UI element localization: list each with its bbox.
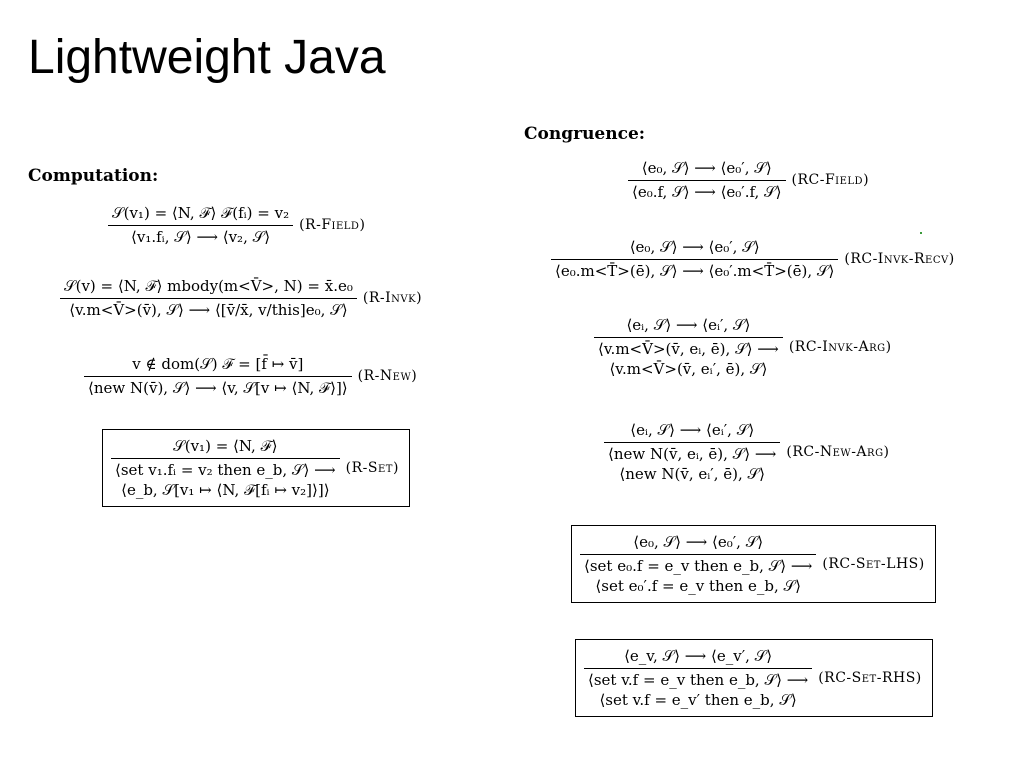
computation-heading: Computation: (28, 166, 159, 186)
rule-rc-new-arg: ⟨eᵢ, 𝒮⟩ ⟶ ⟨eᵢ′, 𝒮⟩ ⟨new N(v̄, eᵢ, ē), 𝒮⟩… (604, 420, 890, 484)
inference-bar (551, 259, 839, 260)
rule-premise: ⟨e₀, 𝒮⟩ ⟶ ⟨e₀′, 𝒮⟩ (629, 238, 760, 256)
rule-r-new: v ∉ dom(𝒮) ℱ = [f̄ ↦ v̄] ⟨new N(v̄), 𝒮⟩ … (84, 354, 417, 398)
inference-fraction: ⟨eᵢ, 𝒮⟩ ⟶ ⟨eᵢ′, 𝒮⟩ ⟨new N(v̄, eᵢ, ē), 𝒮⟩… (604, 420, 781, 484)
rule-premise: ⟨e₀, 𝒮⟩ ⟶ ⟨e₀′, 𝒮⟩ (641, 159, 772, 177)
rule-conclusion: ⟨new N(v̄, eᵢ, ē), 𝒮⟩ ⟶ ⟨new N(v̄, eᵢ′, … (604, 444, 780, 484)
rule-conclusion: ⟨set v₁.fᵢ = v₂ then e_b, 𝒮⟩ ⟶ ⟨e_b, 𝒮[v… (111, 460, 340, 500)
rule-conclusion: ⟨v₁.fᵢ, 𝒮⟩ ⟶ ⟨v₂, 𝒮⟩ (131, 228, 271, 246)
inference-fraction: 𝒮(v₁) = ⟨N, ℱ⟩ ⟨set v₁.fᵢ = v₂ then e_b,… (111, 436, 340, 500)
rule-name: (R-Invk) (362, 290, 423, 306)
inference-fraction: v ∉ dom(𝒮) ℱ = [f̄ ↦ v̄] ⟨new N(v̄), 𝒮⟩ … (84, 354, 352, 398)
rule-conclusion: ⟨set e₀.f = e_v then e_b, 𝒮⟩ ⟶ ⟨set e₀′.… (580, 556, 816, 596)
rule-conclusion: ⟨v.m<V̄>(v̄), 𝒮⟩ ⟶ ⟨[v̄/x̄, v/this]e₀, 𝒮… (69, 301, 348, 319)
rule-name: (RC-Set-RHS) (818, 670, 922, 686)
rule-name: (RC-Field) (791, 172, 870, 188)
rule-name: (RC-Invk-Arg) (788, 339, 892, 355)
rule-name: (RC-Set-LHS) (822, 556, 925, 572)
rule-conclusion: ⟨e₀.f, 𝒮⟩ ⟶ ⟨e₀′.f, 𝒮⟩ (632, 183, 782, 201)
inference-bar (60, 298, 357, 299)
conclusion-line-2: ⟨new N(v̄, eᵢ′, ē), 𝒮⟩ (619, 465, 765, 483)
rule-premise: 𝒮(v₁) = ⟨N, ℱ⟩ ℱ(fᵢ) = v₂ (112, 204, 290, 222)
inference-fraction: ⟨e_v, 𝒮⟩ ⟶ ⟨e_v′, 𝒮⟩ ⟨set v.f = e_v then… (584, 646, 813, 710)
conclusion-line-2: ⟨v.m<V̄>(v̄, eᵢ′, ē), 𝒮⟩ (609, 360, 768, 378)
inference-fraction: ⟨e₀, 𝒮⟩ ⟶ ⟨e₀′, 𝒮⟩ ⟨e₀.f, 𝒮⟩ ⟶ ⟨e₀′.f, 𝒮… (628, 158, 786, 202)
inference-bar (580, 554, 817, 555)
rule-rc-invk-arg: ⟨eᵢ, 𝒮⟩ ⟶ ⟨eᵢ′, 𝒮⟩ ⟨v.m<V̄>(v̄, eᵢ, ē), … (594, 315, 892, 379)
rule-name: (R-Field) (299, 217, 366, 233)
rule-conclusion: ⟨e₀.m<T̄>(ē), 𝒮⟩ ⟶ ⟨e₀′.m<T̄>(ē), 𝒮⟩ (555, 262, 835, 280)
conclusion-line-2: ⟨set v.f = e_v′ then e_b, 𝒮⟩ (599, 691, 797, 709)
rule-rc-set-rhs: ⟨e_v, 𝒮⟩ ⟶ ⟨e_v′, 𝒮⟩ ⟨set v.f = e_v then… (575, 639, 933, 717)
rule-rc-set-lhs: ⟨e₀, 𝒮⟩ ⟶ ⟨e₀′, 𝒮⟩ ⟨set e₀.f = e_v then … (571, 525, 936, 603)
inference-fraction: ⟨e₀, 𝒮⟩ ⟶ ⟨e₀′, 𝒮⟩ ⟨e₀.m<T̄>(ē), 𝒮⟩ ⟶ ⟨e… (551, 237, 839, 281)
rule-r-field: 𝒮(v₁) = ⟨N, ℱ⟩ ℱ(fᵢ) = v₂ ⟨v₁.fᵢ, 𝒮⟩ ⟶ ⟨… (108, 203, 365, 247)
inference-bar (111, 458, 340, 459)
conclusion-line-2: ⟨set e₀′.f = e_v then e_b, 𝒮⟩ (595, 577, 801, 595)
conclusion-line-1: ⟨set v.f = e_v then e_b, 𝒮⟩ ⟶ (588, 671, 809, 689)
rule-conclusion: ⟨set v.f = e_v then e_b, 𝒮⟩ ⟶ ⟨set v.f =… (584, 670, 812, 710)
rule-premise: ⟨eᵢ, 𝒮⟩ ⟶ ⟨eᵢ′, 𝒮⟩ (626, 316, 751, 334)
rule-r-set: 𝒮(v₁) = ⟨N, ℱ⟩ ⟨set v₁.fᵢ = v₂ then e_b,… (102, 429, 410, 507)
inference-bar (84, 376, 352, 377)
conclusion-line-1: ⟨v.m<V̄>(v̄, eᵢ, ē), 𝒮⟩ ⟶ (598, 340, 779, 358)
inference-fraction: ⟨eᵢ, 𝒮⟩ ⟶ ⟨eᵢ′, 𝒮⟩ ⟨v.m<V̄>(v̄, eᵢ, ē), … (594, 315, 783, 379)
slide-title: Lightweight Java (28, 31, 386, 84)
rule-premise: 𝒮(v) = ⟨N, ℱ⟩ mbody(m<V̄>, N) = x̄.e₀ (64, 277, 353, 295)
rule-name: (R-New) (357, 368, 418, 384)
inference-fraction: ⟨e₀, 𝒮⟩ ⟶ ⟨e₀′, 𝒮⟩ ⟨set e₀.f = e_v then … (580, 532, 817, 596)
inference-bar (594, 337, 783, 338)
inference-bar (108, 225, 294, 226)
rule-premise: ⟨eᵢ, 𝒮⟩ ⟶ ⟨eᵢ′, 𝒮⟩ (630, 421, 755, 439)
conclusion-line-1: ⟨set v₁.fᵢ = v₂ then e_b, 𝒮⟩ ⟶ (115, 461, 336, 479)
rule-premise: v ∉ dom(𝒮) ℱ = [f̄ ↦ v̄] (132, 355, 304, 373)
stray-dot (920, 232, 922, 234)
inference-fraction: 𝒮(v) = ⟨N, ℱ⟩ mbody(m<V̄>, N) = x̄.e₀ ⟨v… (60, 276, 357, 320)
rule-r-invk: 𝒮(v) = ⟨N, ℱ⟩ mbody(m<V̄>, N) = x̄.e₀ ⟨v… (60, 276, 422, 320)
inference-bar (628, 180, 786, 181)
inference-bar (584, 668, 813, 669)
congruence-heading: Congruence: (524, 124, 646, 144)
inference-bar (604, 442, 781, 443)
rule-conclusion: ⟨new N(v̄), 𝒮⟩ ⟶ ⟨v, 𝒮[v ↦ ⟨N, ℱ⟩]⟩ (88, 379, 348, 397)
rule-conclusion: ⟨v.m<V̄>(v̄, eᵢ, ē), 𝒮⟩ ⟶ ⟨v.m<V̄>(v̄, e… (594, 339, 783, 379)
rule-rc-field: ⟨e₀, 𝒮⟩ ⟶ ⟨e₀′, 𝒮⟩ ⟨e₀.f, 𝒮⟩ ⟶ ⟨e₀′.f, 𝒮… (628, 158, 869, 202)
rule-rc-invk-recv: ⟨e₀, 𝒮⟩ ⟶ ⟨e₀′, 𝒮⟩ ⟨e₀.m<T̄>(ē), 𝒮⟩ ⟶ ⟨e… (551, 237, 955, 281)
rule-premise: ⟨e₀, 𝒮⟩ ⟶ ⟨e₀′, 𝒮⟩ (633, 533, 764, 551)
inference-fraction: 𝒮(v₁) = ⟨N, ℱ⟩ ℱ(fᵢ) = v₂ ⟨v₁.fᵢ, 𝒮⟩ ⟶ ⟨… (108, 203, 294, 247)
rule-name: (R-Set) (345, 460, 399, 476)
rule-premise: 𝒮(v₁) = ⟨N, ℱ⟩ (173, 437, 278, 455)
conclusion-line-1: ⟨new N(v̄, eᵢ, ē), 𝒮⟩ ⟶ (608, 445, 777, 463)
rule-name: (RC-Invk-Recv) (844, 251, 955, 267)
conclusion-line-2: ⟨e_b, 𝒮[v₁ ↦ ⟨N, ℱ[fᵢ ↦ v₂]⟩]⟩ (121, 481, 330, 499)
rule-premise: ⟨e_v, 𝒮⟩ ⟶ ⟨e_v′, 𝒮⟩ (624, 647, 773, 665)
conclusion-line-1: ⟨set e₀.f = e_v then e_b, 𝒮⟩ ⟶ (584, 557, 813, 575)
rule-name: (RC-New-Arg) (786, 444, 890, 460)
